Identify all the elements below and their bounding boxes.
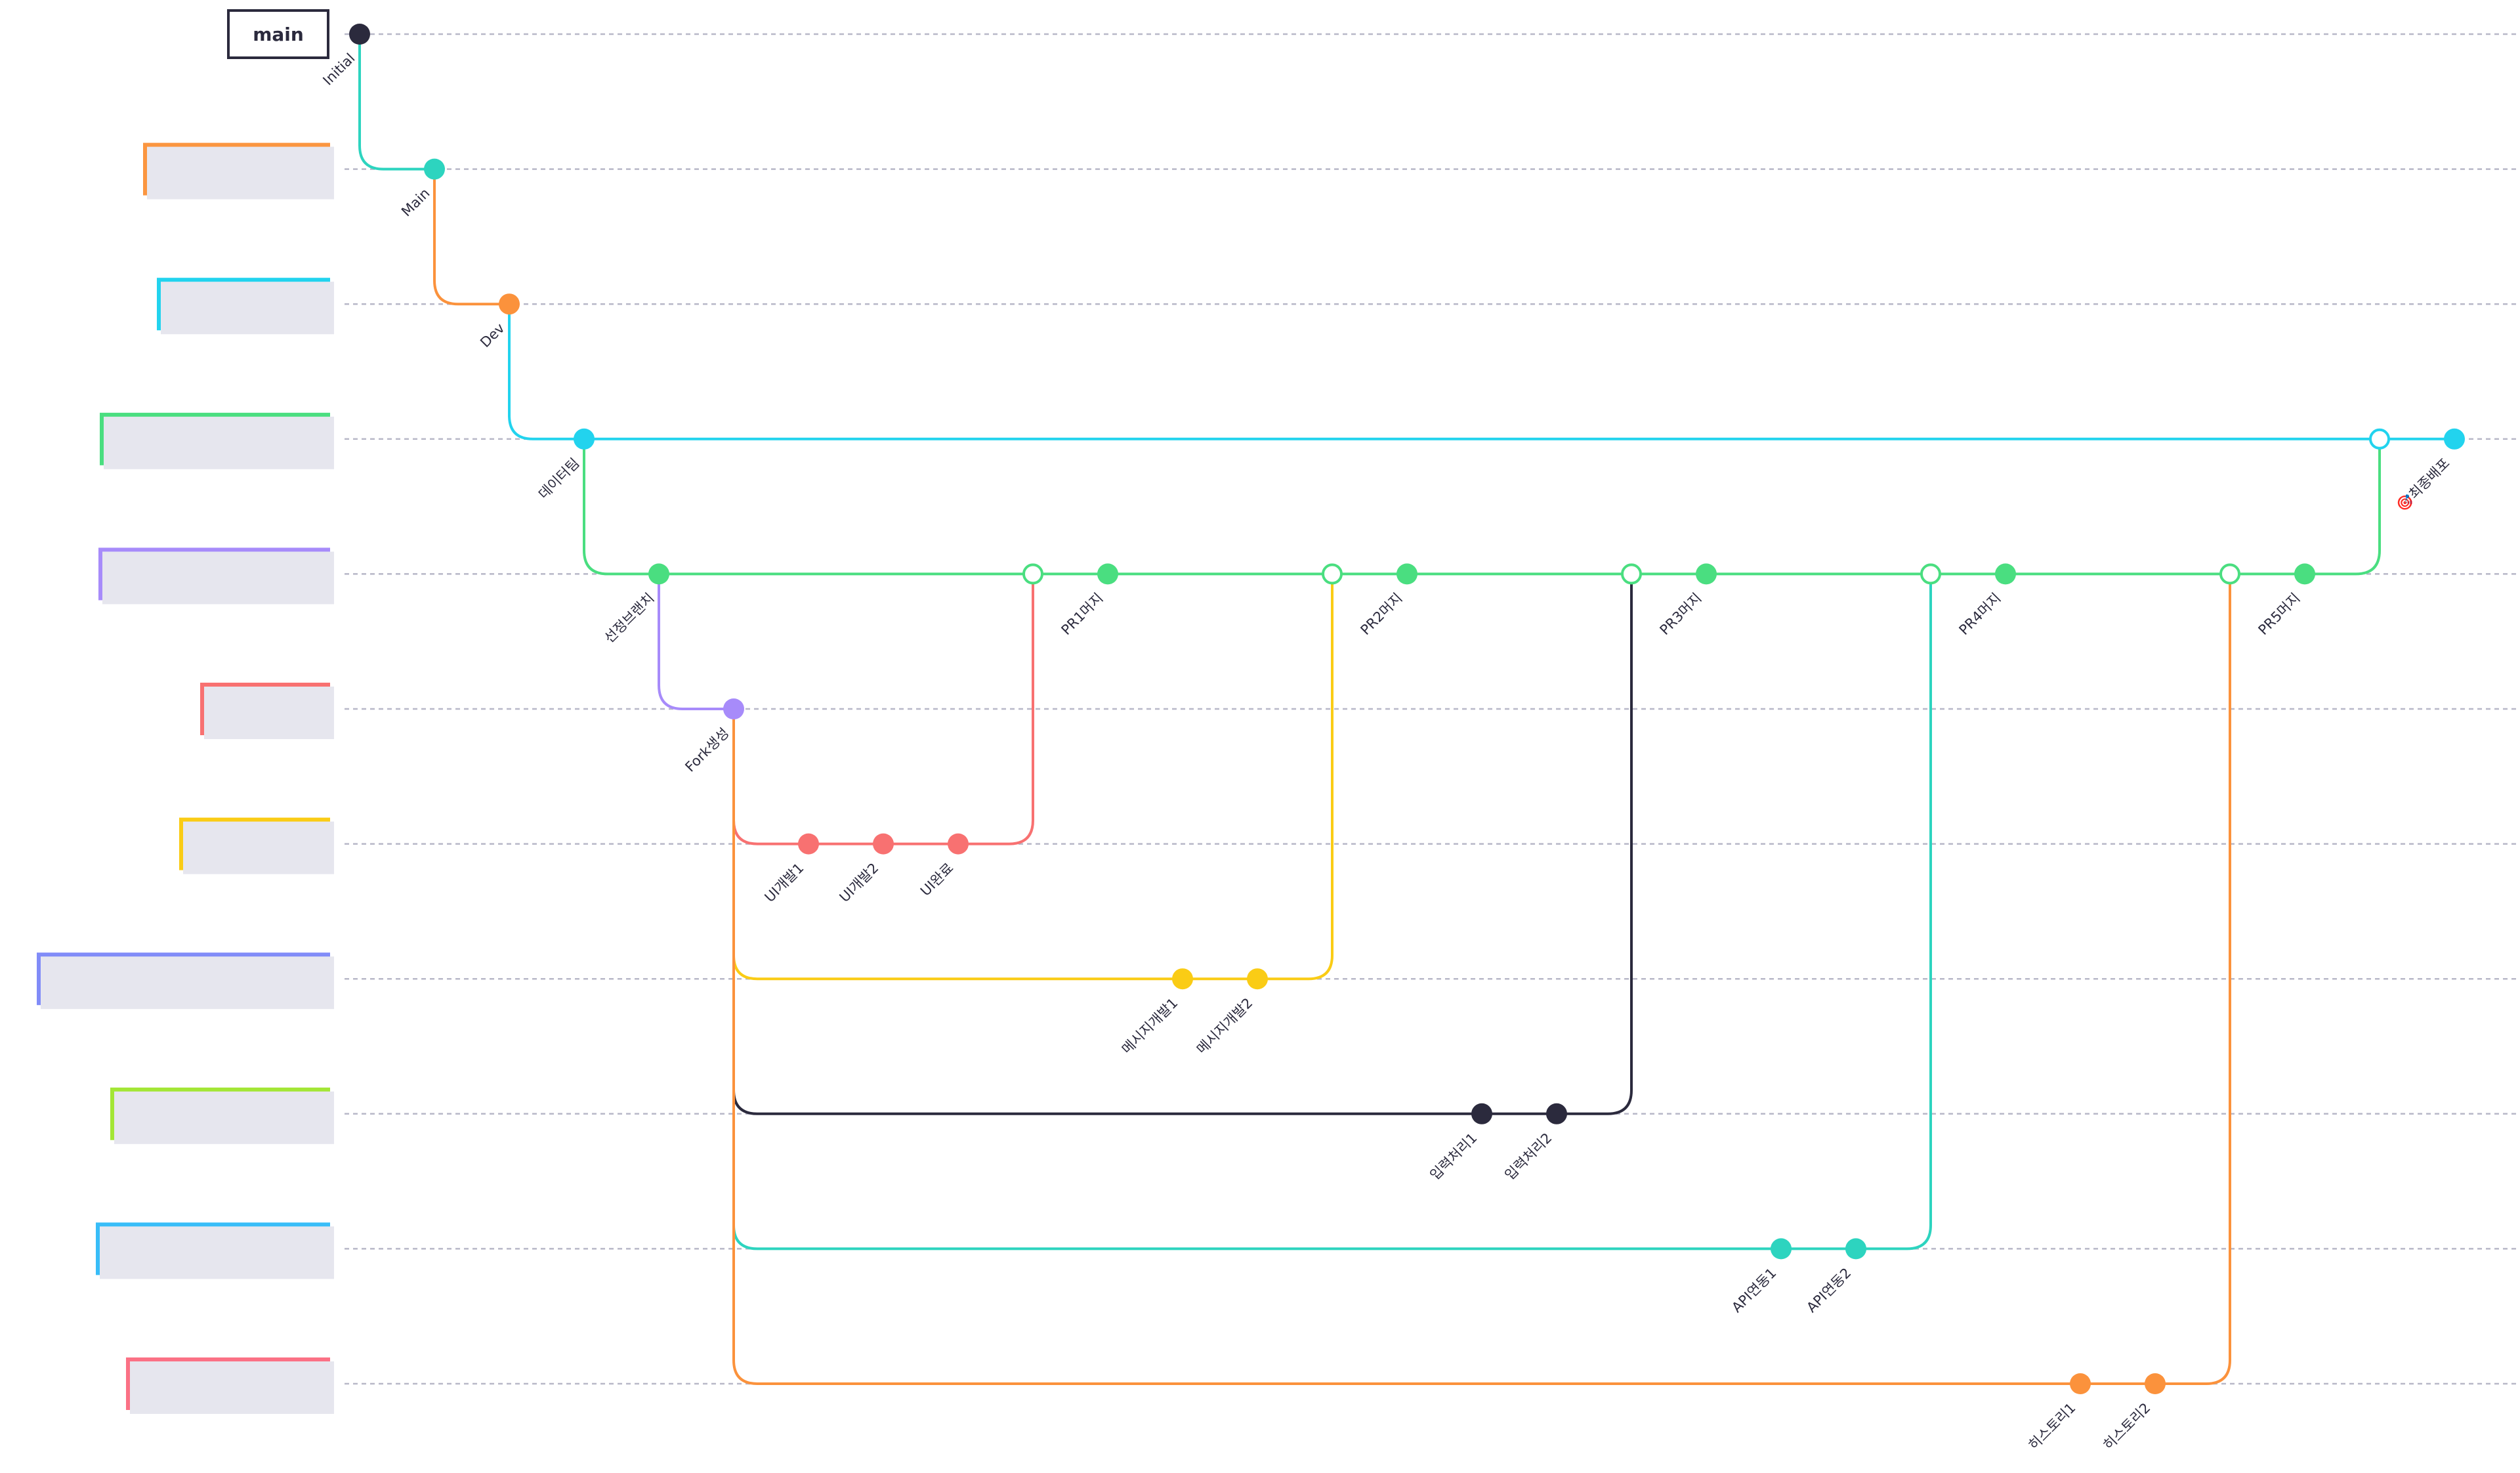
edge-Main-Dev [433,169,509,306]
commit-Main[interactable] [424,158,445,180]
commit-pr2[interactable] [1396,563,1418,585]
edge-in2-m17 [1557,574,1633,1115]
merge-commit-m9[interactable] [1022,563,1043,585]
commit-label-ui3: UI완료 [917,860,957,899]
edge-h2-m25 [2155,574,2231,1385]
commit-fork[interactable] [723,698,744,719]
commit-label-pr3: PR3머지 [1657,590,1705,638]
commit-sj[interactable] [648,563,669,585]
commit-in1[interactable] [1471,1103,1492,1124]
branch-label-feat-message-component[interactable]: feat-message-component [37,952,334,1010]
merge-commit-m21[interactable] [1920,563,1941,585]
edge-Dev-data [508,304,584,440]
branch-label-shadow [147,146,334,200]
branch-label-shadow [100,1226,334,1279]
branch-label-upstream-main[interactable]: upstream-main [143,142,334,200]
edge-api2-m21 [1856,574,1932,1250]
commit-pr1[interactable] [1097,563,1118,585]
commit-label-msg2: 메시지개발2 [1194,995,1256,1057]
commit-final[interactable] [2444,428,2465,450]
commit-label-data: 데이터팀 [536,455,583,502]
commit-pr5[interactable] [2294,563,2315,585]
branch-label-fork-main[interactable]: fork-main [200,683,334,739]
branch-label-main[interactable]: main [227,9,329,59]
edge-fork-h1 [732,709,2080,1385]
commit-data[interactable] [574,428,595,450]
merge-commit-m27[interactable] [2369,428,2390,450]
commit-label-api2: API연동2 [1803,1265,1854,1315]
branch-label-shadow [102,551,334,605]
edge-Initial-Main [358,34,434,171]
branch-labels: main upstream-main upstream-dev upstream-re… [37,9,334,1414]
branch-label-upstream-dev[interactable]: upstream-dev [157,278,334,335]
edge-data-sj [583,438,659,576]
commit-label-Main: Main [398,185,432,219]
branch-label-upstream-recodash[interactable]: upstream-recodash [100,412,334,469]
edge-fork-ui1 [732,709,808,845]
branch-label-shadow [183,821,334,874]
branch-label-shadow [114,1091,334,1144]
edge-msg2-m13 [1257,574,1334,981]
commit-h1[interactable] [2070,1373,2091,1394]
merge-commit-m25[interactable] [2219,563,2240,585]
commit-label-Dev: Dev [477,320,507,351]
commit-api1[interactable] [1771,1238,1792,1260]
commit-label-ui2: UI개발2 [837,860,882,905]
branch-label-feat-chat-ui[interactable]: feat-chat-ui [179,817,334,874]
branch-label-text: main [253,24,304,45]
branch-label-shadow [41,956,334,1010]
commit-h2[interactable] [2145,1373,2166,1394]
branch-lanes [345,33,2520,1385]
commit-label-h2: 히스토리2 [2100,1400,2153,1453]
branch-label-box [227,9,329,59]
commit-nodes [349,24,2465,1394]
edge-sj-fork [658,574,734,710]
commit-edges [358,34,2454,1385]
merge-commit-m13[interactable] [1322,563,1343,585]
commit-label-ui1: UI개발1 [762,860,807,905]
commit-label-in1: 입력처리1 [1427,1130,1480,1183]
commit-label-msg1: 메시지개발1 [1119,995,1181,1057]
commit-ui2[interactable] [873,833,894,855]
commit-api2[interactable] [1845,1238,1866,1260]
edge-ui3-m9 [958,574,1034,845]
commit-label-api1: API연동1 [1729,1265,1779,1315]
commit-label-fork: Fork생성 [682,725,732,775]
commit-msg1[interactable] [1172,968,1193,990]
commit-label-pr5: PR5머지 [2256,590,2303,638]
branch-label-feat-api-integration[interactable]: feat-api-integration [96,1222,334,1279]
commit-ui1[interactable] [798,833,819,855]
commit-label-pr2: PR2머지 [1358,590,1406,638]
branch-label-shadow [204,687,334,739]
commit-in2[interactable] [1546,1103,1567,1124]
edge-fork-in1 [732,709,1482,1115]
branch-label-shadow [130,1361,334,1414]
branch-label-feat-input-handler[interactable]: feat-input-handler [110,1087,334,1144]
edge-sj-m27 [659,438,2381,576]
commit-pr4[interactable] [1995,563,2016,585]
commit-label-in2: 입력처리2 [1502,1130,1555,1183]
commit-label-sj: 선정브랜치 [601,590,657,646]
commit-label-final: 🎯최종배포 [2393,455,2452,514]
commit-msg2[interactable] [1247,968,1268,990]
branch-label-upstream-SUNJUNG[interactable]: upstream-SUNJUNG [98,547,334,605]
branch-label-shadow [104,416,334,469]
commit-Initial[interactable] [349,24,370,45]
commit-label-pr1: PR1머지 [1059,590,1106,638]
commit-Dev[interactable] [499,293,520,315]
commit-pr3[interactable] [1696,563,1717,585]
commit-label-h1: 히스토리1 [2025,1400,2078,1453]
branch-label-shadow [161,282,334,335]
commit-ui3[interactable] [948,833,969,855]
branch-label-feat-chat-history[interactable]: feat-chat-history [126,1357,334,1414]
merge-commit-m17[interactable] [1621,563,1642,585]
commit-label-pr4: PR4머지 [1956,590,2004,638]
